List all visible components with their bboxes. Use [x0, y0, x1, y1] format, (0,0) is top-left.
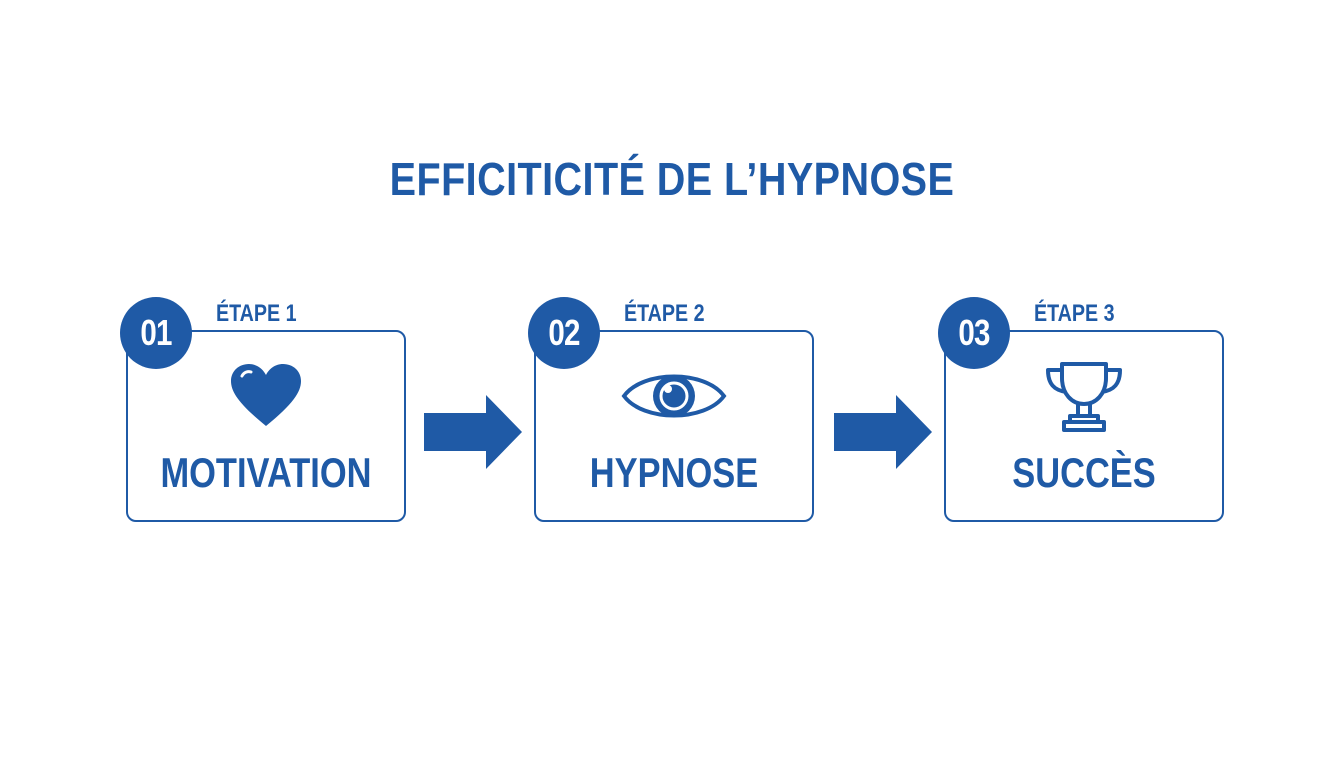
step-3: SUCCÈS 03 ÉTAPE 3	[938, 297, 1238, 532]
trophy-icon	[946, 358, 1222, 436]
heart-icon	[128, 362, 404, 428]
step-2-number: 02	[548, 312, 580, 353]
step-2-label: ÉTAPE 2	[624, 300, 705, 327]
step-3-name: SUCCÈS	[1012, 449, 1156, 496]
arrow-right-icon	[424, 395, 522, 474]
arrow-right-icon	[834, 395, 932, 474]
step-3-number: 03	[958, 312, 990, 353]
step-2-number-badge: 02	[528, 297, 600, 369]
step-3-number-badge: 03	[938, 297, 1010, 369]
eye-icon	[536, 366, 812, 426]
step-1-number: 01	[140, 312, 172, 353]
step-1-card: MOTIVATION	[126, 330, 406, 522]
step-3-label: ÉTAPE 3	[1034, 300, 1115, 327]
step-1-name: MOTIVATION	[160, 449, 372, 496]
step-2: HYPNOSE 02 ÉTAPE 2	[528, 297, 828, 532]
step-1: MOTIVATION 01 ÉTAPE 1	[120, 297, 420, 532]
step-2-name: HYPNOSE	[589, 449, 759, 496]
diagram-title: EFFICITICITÉ DE L’HYPNOSE	[389, 153, 955, 205]
step-1-number-badge: 01	[120, 297, 192, 369]
step-1-label: ÉTAPE 1	[216, 300, 297, 327]
